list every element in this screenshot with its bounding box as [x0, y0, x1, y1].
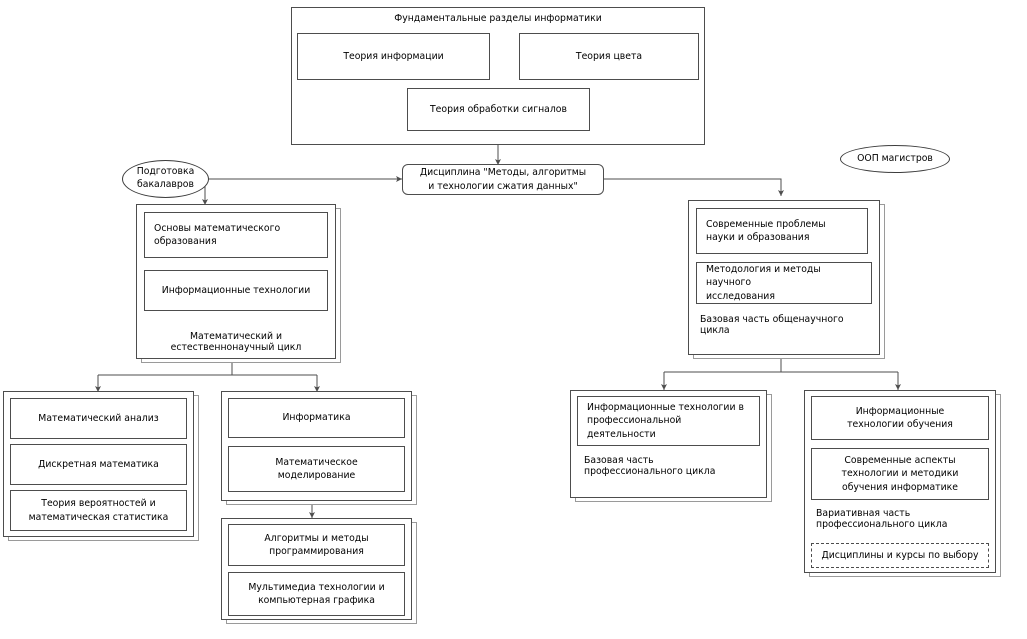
top-box-signal-processing-theory[interactable]: Теория обработки сигналов — [407, 88, 590, 131]
informatics-box-informatics[interactable]: Информатика — [228, 398, 405, 438]
central-discipline-box[interactable]: Дисциплина "Методы, алгоритмы и технолог… — [402, 164, 604, 195]
prof-variable-column-caption: Вариативная часть профессионального цикл… — [816, 508, 948, 530]
master-box-modern-problems[interactable]: Современные проблемы науки и образования — [696, 208, 868, 254]
bachelor-box-information-technologies[interactable]: Информационные технологии — [144, 270, 328, 311]
top-box-color-theory[interactable]: Теория цвета — [519, 33, 699, 80]
top-box-information-theory[interactable]: Теория информации — [297, 33, 490, 80]
prof-base-box-it-in-professional-activity[interactable]: Информационные технологии в профессионал… — [577, 396, 760, 446]
prof-variable-box-it-in-education[interactable]: Информационные технологии обучения — [811, 396, 989, 440]
master-box-methodology[interactable]: Методология и методы научного исследован… — [696, 262, 872, 304]
prof-base-column-caption: Базовая часть профессионального цикла — [584, 455, 716, 477]
ellipse-master-program[interactable]: ООП магистров — [840, 145, 950, 173]
algorithms-box-programming-methods[interactable]: Алгоритмы и методы программирования — [228, 524, 405, 566]
math-box-probability-theory[interactable]: Теория вероятностей и математическая ста… — [10, 490, 187, 531]
master-group-caption: Базовая часть общенаучного цикла — [700, 314, 844, 336]
informatics-box-math-modeling[interactable]: Математическое моделирование — [228, 446, 405, 492]
math-box-discrete-mathematics[interactable]: Дискретная математика — [10, 444, 187, 485]
math-box-mathematical-analysis[interactable]: Математический анализ — [10, 398, 187, 439]
ellipse-bachelor-training[interactable]: Подготовка бакалавров — [122, 160, 209, 198]
prof-variable-box-elective-courses[interactable]: Дисциплины и курсы по выбору — [811, 543, 989, 568]
bachelor-group-caption: Математический и естественнонаучный цикл — [170, 331, 302, 353]
prof-variable-box-modern-aspects[interactable]: Современные аспекты технологии и методик… — [811, 448, 989, 500]
bachelor-box-math-education-basics[interactable]: Основы математического образования — [144, 212, 328, 258]
algorithms-box-multimedia-graphics[interactable]: Мультимедиа технологии и компьютерная гр… — [228, 572, 405, 616]
top-section-header: Фундаментальные разделы информатики — [394, 13, 602, 24]
